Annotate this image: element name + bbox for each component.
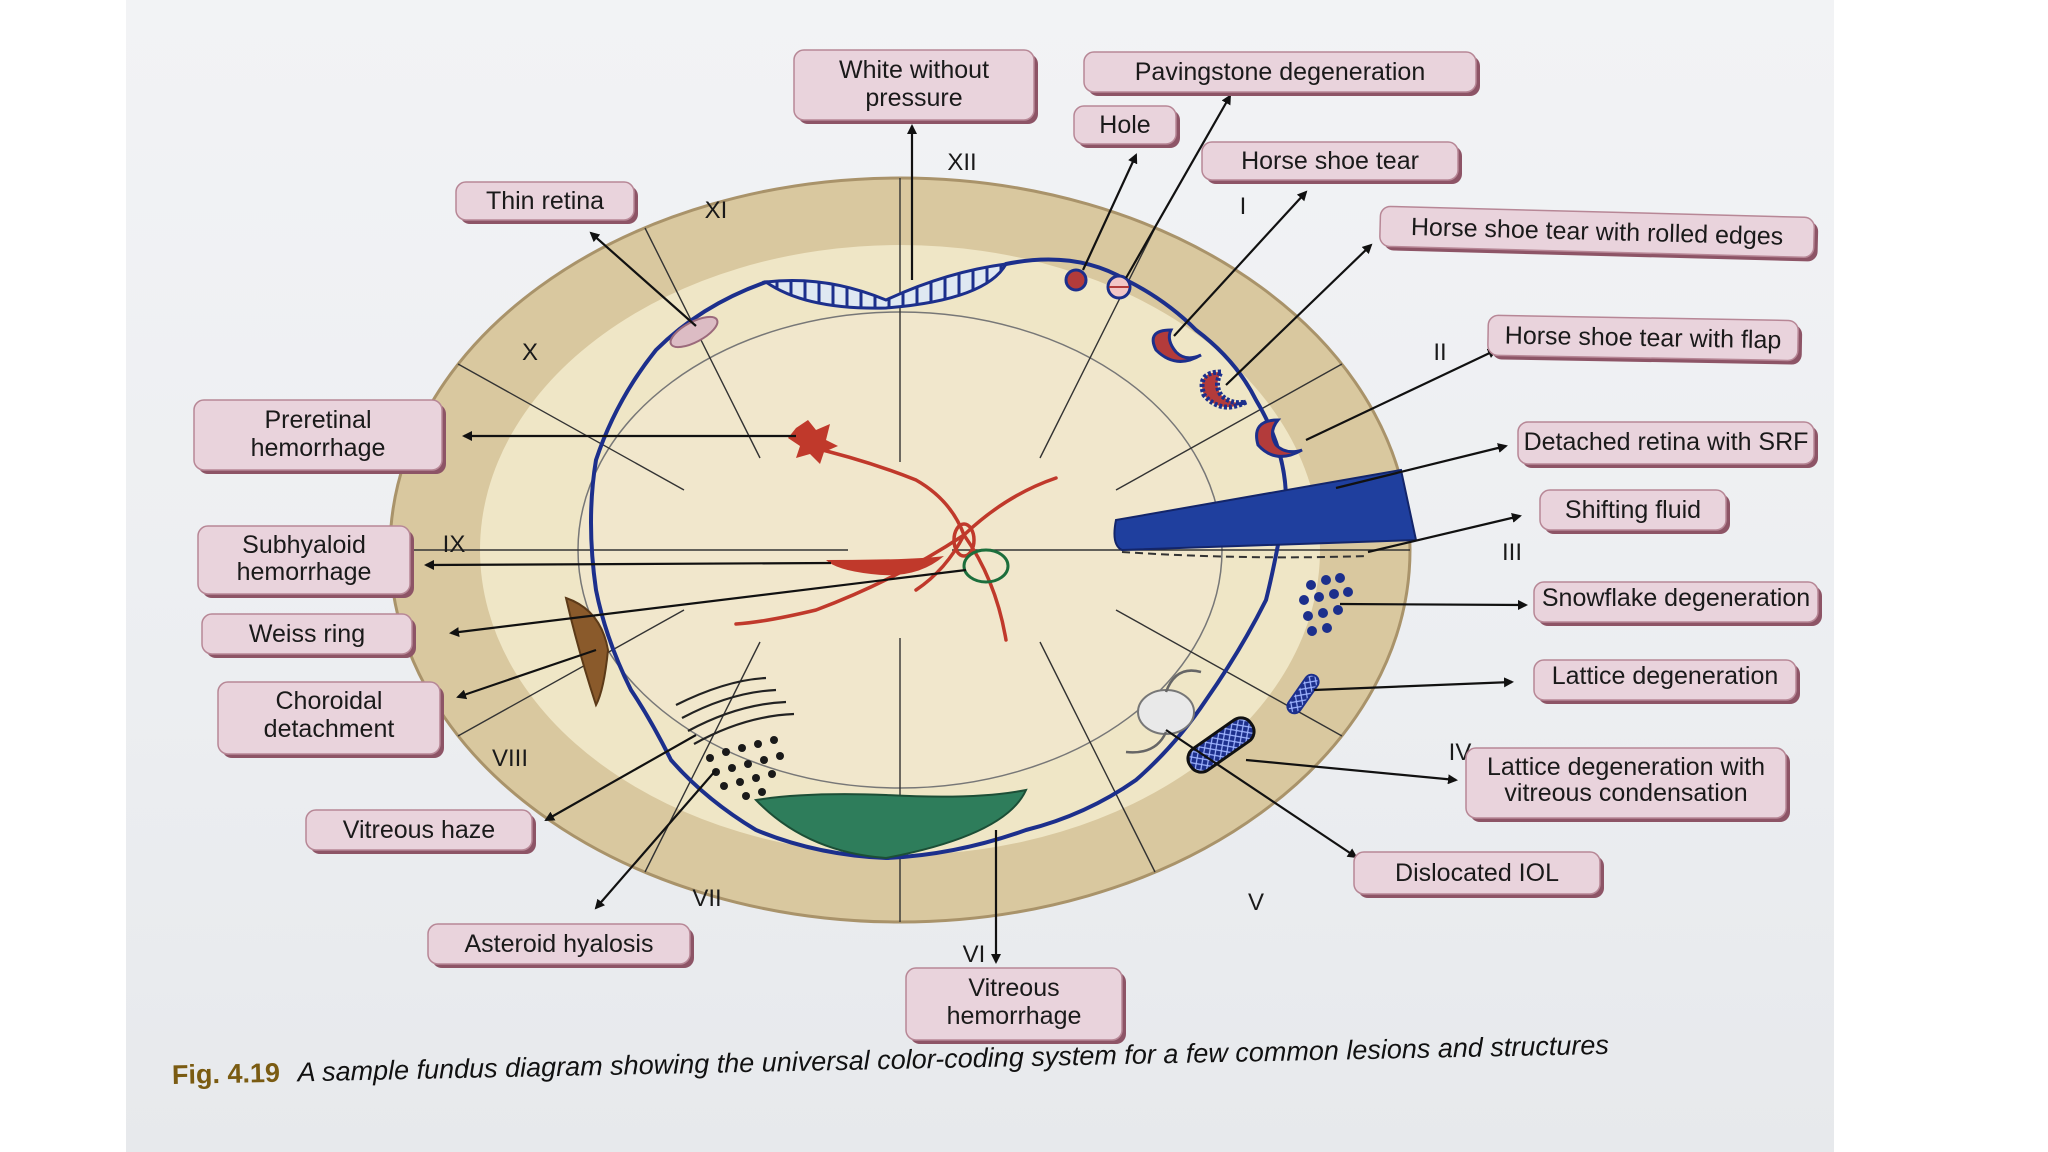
label-asteroid-hyalosis: Asteroid hyalosis	[428, 924, 694, 968]
clock-ii: II	[1433, 339, 1446, 366]
svg-text:Thin retina: Thin retina	[486, 187, 604, 215]
svg-text:Choroidal: Choroidal	[275, 687, 382, 715]
svg-text:Vitreous: Vitreous	[968, 974, 1059, 1002]
svg-text:Snowflake degeneration: Snowflake degeneration	[1542, 584, 1810, 612]
label-lattice-vitreous-condensation: Lattice degeneration with vitreous conde…	[1466, 748, 1790, 822]
label-preretinal-hemorrhage: Preretinal hemorrhage	[194, 400, 446, 474]
clock-vi: VI	[963, 941, 986, 968]
svg-text:hemorrhage: hemorrhage	[251, 434, 386, 462]
svg-text:Hole: Hole	[1099, 111, 1150, 139]
label-vitreous-hemorrhage: Vitreous hemorrhage	[906, 968, 1126, 1044]
svg-text:White without: White without	[839, 56, 989, 84]
label-white-without-pressure: White without pressure	[794, 50, 1038, 124]
svg-text:Vitreous haze: Vitreous haze	[343, 816, 495, 844]
label-snowflake-degeneration: Snowflake degeneration	[1534, 582, 1822, 626]
label-horse-shoe-tear: Horse shoe tear	[1202, 142, 1462, 184]
hole-lesion	[1066, 270, 1086, 290]
label-detached-retina-srf: Detached retina with SRF	[1518, 422, 1818, 468]
label-shifting-fluid: Shifting fluid	[1540, 490, 1730, 534]
svg-text:detachment: detachment	[264, 715, 395, 743]
label-pavingstone-degeneration: Pavingstone degeneration	[1084, 52, 1480, 96]
svg-text:hemorrhage: hemorrhage	[947, 1002, 1082, 1030]
clock-viii: VIII	[492, 745, 528, 772]
clock-ix: IX	[443, 531, 466, 558]
svg-text:Asteroid hyalosis: Asteroid hyalosis	[465, 930, 654, 958]
label-choroidal-detachment: Choroidal detachment	[218, 682, 444, 758]
clock-i: I	[1240, 193, 1247, 220]
svg-text:Subhyaloid: Subhyaloid	[242, 531, 366, 559]
svg-text:Lattice degeneration: Lattice degeneration	[1552, 662, 1779, 690]
label-dislocated-iol: Dislocated IOL	[1354, 852, 1604, 898]
label-lattice-degeneration: Lattice degeneration	[1534, 660, 1800, 704]
clock-iii: III	[1502, 539, 1522, 566]
fundus-diagram: XII I II III IV V VI VII VIII IX X XI Wh…	[126, 0, 1834, 1152]
label-weiss-ring: Weiss ring	[202, 614, 416, 658]
figure-number: Fig. 4.19	[172, 1058, 281, 1090]
label-thin-retina: Thin retina	[456, 182, 638, 224]
clock-v: V	[1248, 889, 1264, 916]
clock-xi: XI	[705, 197, 728, 224]
svg-text:hemorrhage: hemorrhage	[237, 558, 372, 586]
label-horse-shoe-tear-flap: Horse shoe tear with flap	[1488, 315, 1803, 364]
clock-xii: XII	[947, 149, 976, 176]
svg-text:vitreous condensation: vitreous condensation	[1504, 779, 1747, 807]
label-hole: Hole	[1074, 106, 1180, 148]
textbook-page: XII I II III IV V VI VII VIII IX X XI Wh…	[126, 0, 1834, 1152]
svg-text:pressure: pressure	[865, 84, 962, 112]
svg-text:Shifting fluid: Shifting fluid	[1565, 496, 1701, 524]
label-subhyaloid-hemorrhage: Subhyaloid hemorrhage	[198, 526, 414, 598]
clock-x: X	[522, 339, 538, 366]
svg-text:Dislocated IOL: Dislocated IOL	[1395, 859, 1559, 887]
label-horse-shoe-tear-rolled-edges: Horse shoe tear with rolled edges	[1380, 206, 1819, 261]
svg-text:Lattice degeneration with: Lattice degeneration with	[1487, 753, 1765, 781]
svg-text:Pavingstone degeneration: Pavingstone degeneration	[1135, 58, 1426, 86]
svg-text:Horse shoe tear with flap: Horse shoe tear with flap	[1505, 322, 1782, 355]
svg-text:Detached retina with SRF: Detached retina with SRF	[1524, 428, 1809, 456]
svg-text:Horse shoe tear: Horse shoe tear	[1241, 147, 1419, 175]
label-vitreous-haze: Vitreous haze	[306, 810, 536, 854]
svg-text:Preretinal: Preretinal	[265, 406, 372, 434]
clock-vii: VII	[692, 885, 721, 912]
svg-text:Weiss ring: Weiss ring	[249, 620, 365, 648]
